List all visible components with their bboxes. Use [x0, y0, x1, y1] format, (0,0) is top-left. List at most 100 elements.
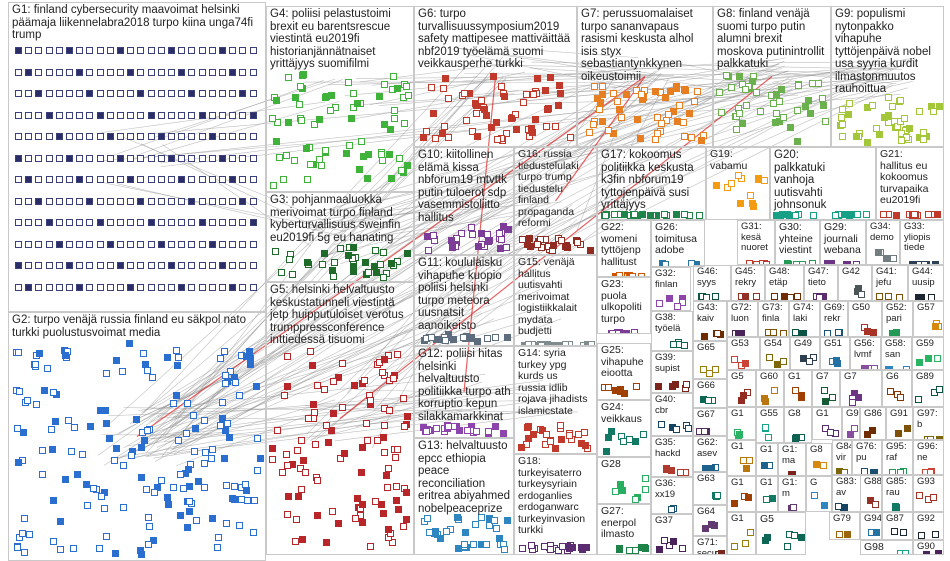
graph-node — [143, 427, 151, 434]
graph-node — [387, 259, 395, 267]
group-g39: G39: supist — [651, 351, 693, 393]
graph-node — [497, 83, 505, 91]
graph-node — [529, 128, 537, 136]
graph-node — [302, 144, 310, 152]
graph-node — [50, 389, 58, 397]
graph-node — [201, 483, 209, 491]
graph-node — [598, 118, 606, 126]
graph-node — [86, 90, 94, 97]
graph-node — [882, 254, 890, 262]
graph-node — [178, 283, 186, 291]
graph-node — [15, 47, 22, 54]
graph-edge — [371, 76, 478, 86]
graph-node — [555, 546, 563, 554]
graph-node — [861, 468, 869, 474]
graph-node — [658, 421, 666, 429]
graph-node — [23, 397, 31, 405]
graph-edge — [303, 187, 569, 222]
graph-node — [35, 197, 43, 205]
graph-node — [935, 103, 943, 111]
graph-node — [539, 426, 547, 434]
graph-node — [66, 133, 73, 140]
graph-node — [188, 240, 196, 248]
group-g49: G49 — [790, 337, 820, 370]
graph-node — [19, 530, 27, 538]
graph-node — [791, 211, 799, 219]
graph-edge — [594, 78, 669, 212]
graph-node — [472, 427, 480, 435]
graph-node — [184, 400, 192, 408]
graph-node — [164, 354, 172, 362]
graph-node — [178, 111, 186, 119]
graph-node — [393, 482, 401, 490]
graph-node — [485, 236, 493, 244]
graph-node — [86, 197, 94, 205]
graph-node — [495, 535, 503, 543]
graph-node — [219, 133, 226, 140]
graph-node — [270, 181, 278, 189]
graph-node — [35, 349, 43, 357]
group-label: G7 — [844, 371, 857, 382]
graph-edge — [147, 313, 550, 435]
graph-node — [55, 219, 63, 226]
graph-node — [137, 154, 145, 162]
graph-node — [555, 81, 563, 89]
graph-node — [35, 219, 43, 226]
graph-node — [127, 219, 135, 226]
graph-node — [55, 197, 63, 205]
group-g50: G50 — [848, 301, 882, 337]
graph-node — [851, 425, 859, 433]
graph-node — [379, 368, 387, 376]
graph-node — [564, 243, 572, 251]
graph-node — [117, 262, 124, 269]
graph-node — [380, 448, 388, 456]
graph-node — [665, 295, 673, 303]
graph-node — [178, 154, 186, 162]
graph-node — [147, 219, 155, 226]
graph-node — [256, 455, 264, 463]
graph-edge — [464, 60, 785, 193]
group-g99: G99 — [842, 407, 860, 440]
graph-node — [15, 90, 22, 97]
graph-edge — [302, 77, 487, 242]
group-label: G38: työelä — [655, 312, 681, 334]
graph-node — [787, 123, 795, 131]
graph-node — [15, 154, 22, 162]
graph-node — [818, 95, 826, 103]
graph-node — [185, 508, 193, 516]
graph-node — [76, 262, 84, 269]
graph-node — [198, 240, 206, 248]
graph-node — [594, 95, 602, 103]
graph-node — [186, 483, 194, 491]
graph-node — [269, 455, 277, 463]
graph-node — [735, 72, 743, 80]
graph-node — [610, 130, 618, 138]
graph-node — [468, 231, 476, 239]
graph-node — [117, 240, 124, 248]
group-label: G83: av — [836, 476, 857, 498]
graph-node — [574, 431, 582, 439]
graph-node — [14, 544, 22, 552]
graph-node — [518, 235, 526, 243]
graph-node — [76, 133, 84, 140]
group-label: G27: enerpol ilmasto — [601, 505, 637, 540]
graph-node — [380, 249, 388, 257]
group-g9: G9: populismi nytonpakko vihapuhe tyttöj… — [831, 6, 944, 147]
graph-node — [157, 176, 165, 183]
graph-node — [219, 47, 226, 54]
graph-node — [712, 182, 720, 190]
graph-node — [734, 329, 742, 336]
graph-node — [931, 530, 939, 538]
graph-node — [441, 122, 449, 130]
graph-node — [839, 120, 847, 128]
group-g72: G72: luon — [727, 301, 758, 337]
graph-node — [106, 47, 114, 54]
graph-node — [35, 133, 43, 140]
graph-node — [329, 377, 337, 385]
graph-node — [157, 111, 165, 119]
group-g7: G7: perussuomalaiset turpo sananvapaus r… — [577, 6, 713, 147]
graph-node — [198, 283, 206, 291]
graph-node — [733, 125, 741, 133]
graph-node — [157, 262, 165, 269]
group-label: G91 — [890, 408, 908, 419]
